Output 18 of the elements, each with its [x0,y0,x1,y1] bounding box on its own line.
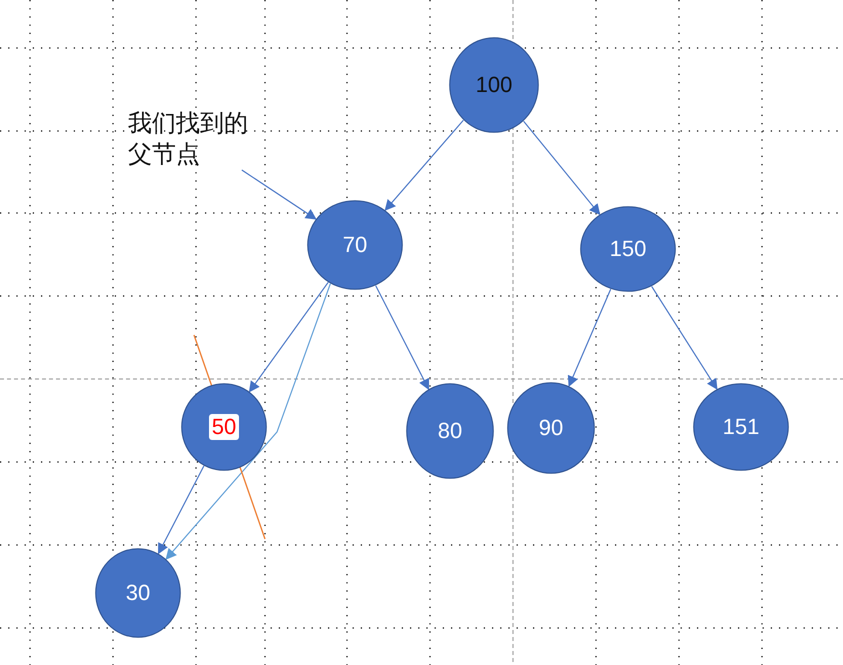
node-circle: 30 [95,548,181,638]
node-circle: 151 [693,383,789,471]
node-circle: 90 [507,382,595,474]
node-circle: 100 [449,37,539,133]
arrow [568,288,612,387]
node-circle: 50 [181,383,267,471]
node-circle: 70 [307,200,403,290]
arrow [248,282,329,392]
arrow [375,285,430,390]
annotation-text: 我们找到的父节点 [128,108,262,170]
node-circle: 80 [406,383,494,479]
arrow [523,120,600,216]
arrow [165,283,331,560]
arrow [158,466,204,554]
arrow [651,286,718,390]
node-circle: 150 [580,206,676,292]
arrow [384,120,464,211]
arrow [242,170,317,220]
